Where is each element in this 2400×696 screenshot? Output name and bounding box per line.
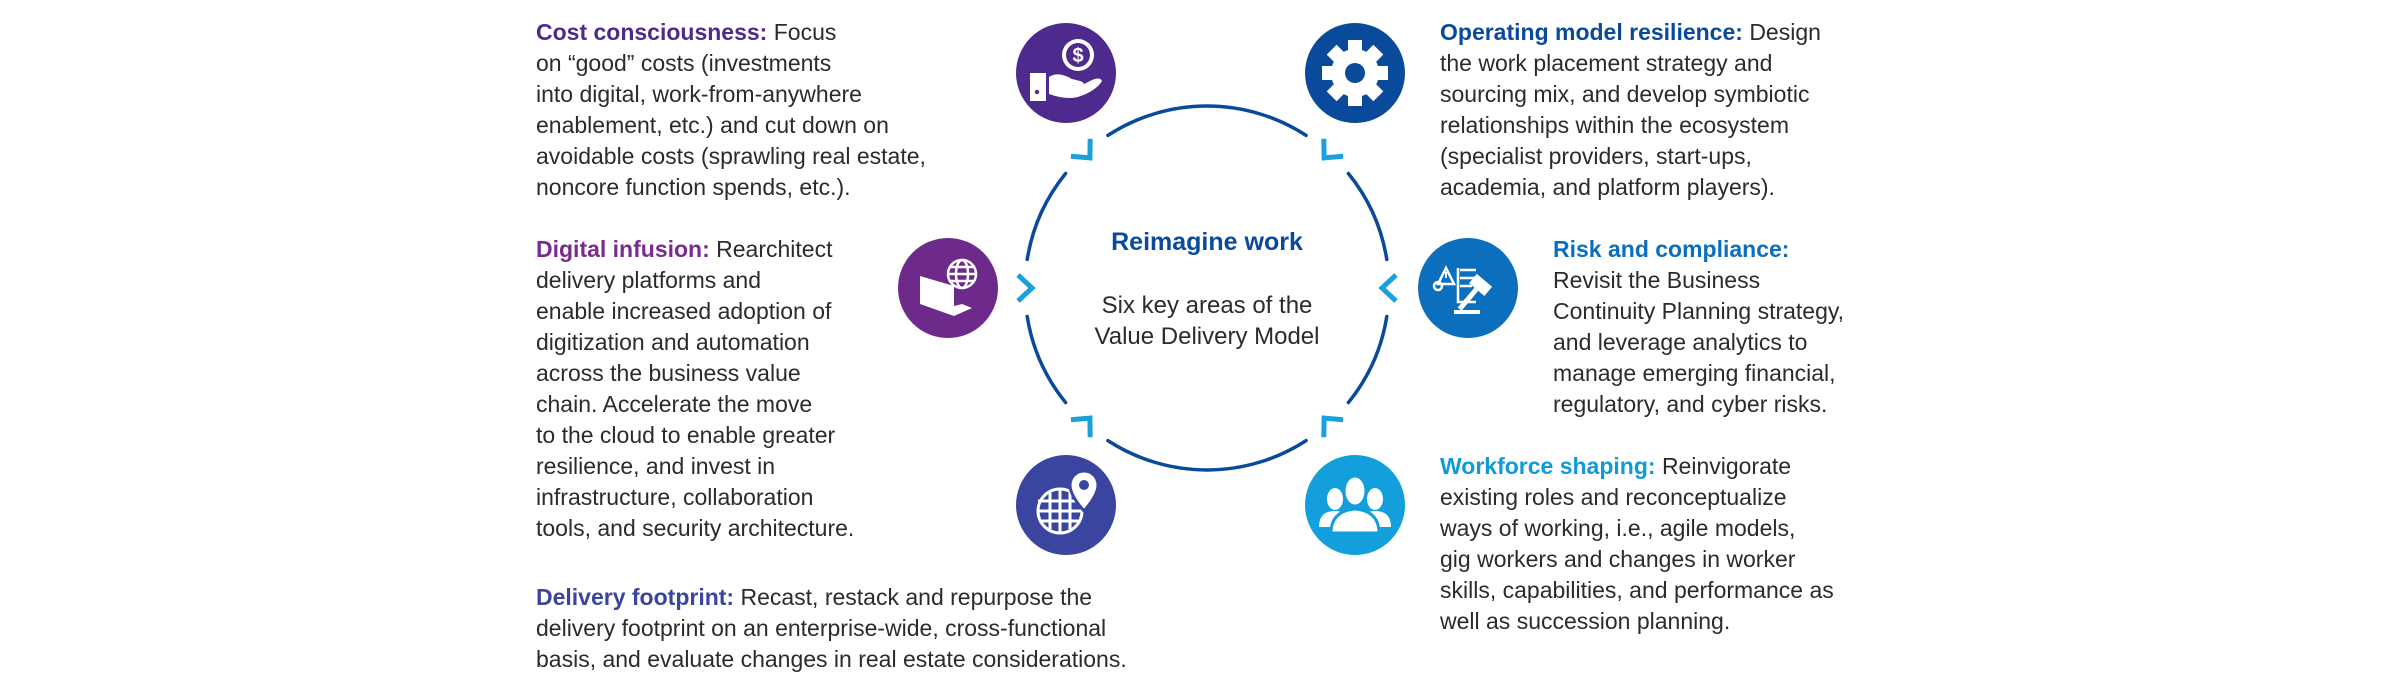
chevron-icon <box>1378 273 1398 303</box>
area-text: well as succession planning. <box>1440 608 1731 634</box>
people-group-icon <box>1305 455 1405 555</box>
area-text: digitization and automation <box>536 329 810 355</box>
area-text: sourcing mix, and develop symbiotic <box>1440 81 1810 107</box>
chevron-icon <box>1321 138 1344 161</box>
chevron-icon <box>1070 138 1093 161</box>
area-text: on “good” costs (investments <box>536 50 832 76</box>
area-text: Design <box>1749 19 1821 45</box>
area-heading: Risk and compliance: <box>1553 236 1790 262</box>
area-text: enable increased adoption of <box>536 298 832 324</box>
area-text: academia, and platform players). <box>1440 174 1775 200</box>
area-risk-and-compliance: Risk and compliance: Revisit the Busines… <box>1553 234 1844 420</box>
ring-arc <box>1346 314 1389 405</box>
area-text: Rearchitect <box>716 236 833 262</box>
ring-arc <box>1106 438 1308 472</box>
ring-arc <box>1346 171 1389 262</box>
area-text: to the cloud to enable greater <box>536 422 836 448</box>
area-heading: Workforce shaping: <box>1440 453 1656 479</box>
center-subtitle: Six key areas of the Value Delivery Mode… <box>1007 290 1407 352</box>
area-text: delivery footprint on an enterprise-wide… <box>536 615 1107 641</box>
area-text: skills, capabilities, and performance as <box>1440 577 1834 603</box>
globe-location-pin-icon <box>1016 455 1116 555</box>
area-text: infrastructure, collaboration <box>536 484 814 510</box>
chevron-icon <box>1321 415 1344 438</box>
center-subtitle-line: Value Delivery Model <box>1094 323 1320 350</box>
area-text: ways of working, i.e., agile models, <box>1440 515 1796 541</box>
area-text: relationships within the ecosystem <box>1440 112 1789 138</box>
area-text: gig workers and changes in worker <box>1440 546 1796 572</box>
chevrons <box>1016 138 1398 438</box>
ring-arc <box>1025 171 1068 262</box>
ring-arc <box>1106 104 1308 138</box>
area-text: tools, and security architecture. <box>536 515 855 541</box>
area-text: existing roles and reconceptualize <box>1440 484 1787 510</box>
area-text: avoidable costs (sprawling real estate, <box>536 143 926 169</box>
area-heading: Operating model resilience: <box>1440 19 1743 45</box>
gavel-compliance-icon <box>1418 238 1518 338</box>
ring <box>1025 104 1389 472</box>
chevron-icon <box>1016 273 1036 303</box>
area-text: Reinvigorate <box>1661 453 1792 479</box>
area-text: regulatory, and cyber risks. <box>1553 391 1828 417</box>
area-text: noncore function spends, etc.). <box>536 174 851 200</box>
area-cost-consciousness: Cost consciousness: Focus on “good” cost… <box>536 17 926 203</box>
ring-arc <box>1025 314 1068 405</box>
area-text: delivery platforms and <box>536 267 761 293</box>
svg-text:$: $ <box>1072 45 1083 67</box>
area-workforce-shaping: Workforce shaping: Reinvigorate existing… <box>1440 451 1834 637</box>
area-text: across the business value <box>536 360 801 386</box>
area-text: Continuity Planning strategy, <box>1553 298 1845 324</box>
area-digital-infusion: Digital infusion: Rearchitect delivery p… <box>536 234 854 544</box>
area-delivery-footprint: Delivery footprint: Recast, restack and … <box>536 582 1127 675</box>
chevron-icon <box>1070 415 1093 438</box>
area-heading: Cost consciousness: <box>536 19 768 45</box>
area-text: Focus <box>773 19 837 45</box>
area-operating-model-resilience: Operating model resilience: Design the w… <box>1440 17 1821 203</box>
hand-holding-dollar-icon: $ <box>1016 23 1116 123</box>
area-text: manage emerging financial, <box>1553 360 1836 386</box>
gear-icon <box>1305 23 1405 123</box>
area-text: chain. Accelerate the move <box>536 391 813 417</box>
area-text: and leverage analytics to <box>1553 329 1808 355</box>
center-subtitle-line: Six key areas of the <box>1101 292 1313 319</box>
area-text: resilience, and invest in <box>536 453 776 479</box>
center-title: Reimagine work <box>1111 228 1303 256</box>
area-heading: Digital infusion: <box>536 236 710 262</box>
area-text: the work placement strategy and <box>1440 50 1773 76</box>
laptop-globe-icon <box>898 238 998 338</box>
area-heading: Delivery footprint: <box>536 584 735 610</box>
area-text: enablement, etc.) and cut down on <box>536 112 889 138</box>
area-text: into digital, work-from-anywhere <box>536 81 862 107</box>
area-text: basis, and evaluate changes in real esta… <box>536 646 1127 672</box>
area-text: Recast, restack and repurpose the <box>740 584 1093 610</box>
area-text: (specialist providers, start-ups, <box>1440 143 1752 169</box>
area-text: Revisit the Business <box>1553 267 1761 293</box>
